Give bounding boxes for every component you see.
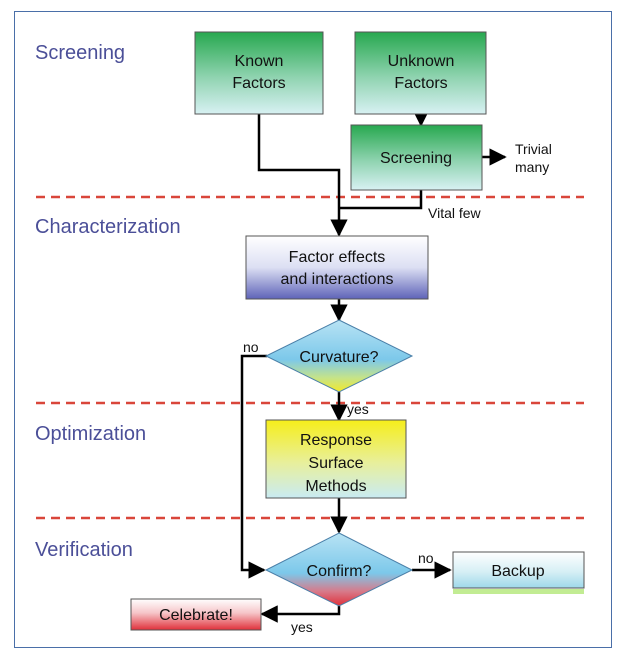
response-surface-box: Response Surface Methods: [265, 419, 407, 499]
diagram-frame: [14, 11, 612, 648]
known-factors-box: Known Factors: [194, 31, 324, 115]
edge-confirm-yes: [260, 605, 341, 623]
known-factors-label-line1: Known: [235, 53, 284, 70]
stage-label-screening: Screening: [35, 42, 125, 64]
curvature-decision: Curvature?: [264, 319, 414, 393]
stage-label-optimization: Optimization: [35, 423, 146, 445]
backup-box: Backup: [452, 551, 585, 594]
trivial-many-label-line1: Trivial: [515, 141, 552, 157]
stage-label-characterization: Characterization: [35, 216, 181, 238]
celebrate-label: Celebrate!: [159, 607, 233, 624]
curvature-label: Curvature?: [299, 349, 378, 366]
unknown-factors-label-line2: Factors: [394, 75, 447, 92]
backup-label: Backup: [491, 563, 544, 580]
known-factors-label-line2: Factors: [232, 75, 285, 92]
edge-known-to-merge: [257, 114, 341, 208]
factor-effects-label-line1: Factor effects: [289, 249, 386, 266]
confirm-decision: Confirm?: [264, 532, 414, 607]
factor-effects-label-line2: and interactions: [281, 271, 394, 288]
confirm-label: Confirm?: [307, 563, 372, 580]
unknown-factors-box: Unknown Factors: [354, 31, 487, 115]
stage-dividers: [36, 195, 584, 520]
screening-box: Screening: [350, 124, 483, 191]
edge-screening-to-merge: [339, 190, 423, 210]
factor-effects-box: Factor effects and interactions: [245, 235, 429, 300]
trivial-many-label-line2: many: [515, 159, 549, 175]
celebrate-box: Celebrate!: [130, 598, 262, 631]
curvature-yes-label: yes: [347, 401, 369, 417]
unknown-factors-label-line1: Unknown: [388, 53, 455, 70]
response-surface-label-line2: Surface: [308, 455, 363, 472]
confirm-no-label: no: [418, 550, 434, 566]
vital-few-label: Vital few: [428, 205, 482, 221]
response-surface-label-line1: Response: [300, 432, 372, 449]
stage-label-verification: Verification: [35, 539, 133, 561]
screening-box-label: Screening: [380, 150, 452, 167]
confirm-yes-label: yes: [291, 619, 313, 635]
response-surface-label-line3: Methods: [305, 478, 366, 495]
connectors: [240, 109, 507, 623]
edge-curvature-no: [240, 354, 267, 579]
curvature-no-label: no: [243, 339, 259, 355]
